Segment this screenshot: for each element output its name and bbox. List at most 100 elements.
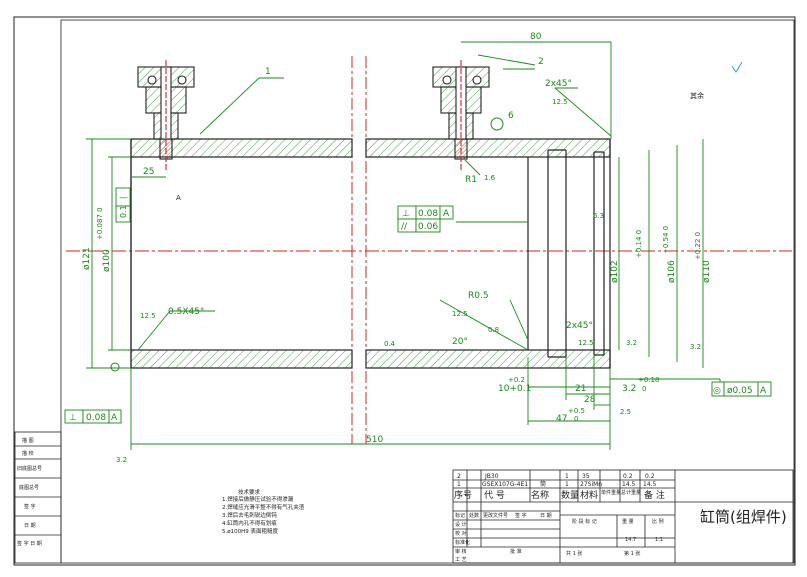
tb-std: 标准化 xyxy=(455,539,470,546)
tol-flat-val: 0.08 xyxy=(418,209,438,219)
roughness-63: 6.3 xyxy=(593,212,604,220)
roughness-32-a: 3.2 xyxy=(626,339,637,347)
notes-line-4: 4.缸筒内孔不得有划痕 xyxy=(222,519,277,527)
dim-80: 80 xyxy=(530,32,542,42)
bom-r2-code: GSEX107G-4E1 xyxy=(482,481,528,488)
dim-47-tol: 0 xyxy=(574,415,578,423)
left-row-7: 签 字 日 期 xyxy=(17,540,42,547)
port-fitting-right xyxy=(432,60,490,170)
dia-102: ø102 xyxy=(610,260,620,283)
dim-32-tol: 0 xyxy=(642,385,646,393)
dim-r1: R1 xyxy=(465,175,477,185)
dia-121: ø121 xyxy=(82,247,92,270)
roughness-125-mid: 12.5 xyxy=(452,310,468,318)
dia-100-tol: +0.087 0 xyxy=(96,207,104,240)
tb-sign1: 标记 xyxy=(455,512,465,519)
callout-circle xyxy=(490,117,504,131)
dim-47: 47 xyxy=(556,414,567,424)
dim-angle-20: 20° xyxy=(452,337,468,347)
roughness-125-top: 12.5 xyxy=(552,98,568,106)
roughness-125-bot: 12.5 xyxy=(578,339,594,347)
notes-line-5: 5.ø100H9 表面粗糙度 xyxy=(222,527,278,535)
dim-r05: R0.5 xyxy=(468,291,489,301)
bom-r1-no: 2 xyxy=(457,473,461,480)
bom-h-name: 名称 xyxy=(531,489,549,501)
tol-bl-ref: A xyxy=(111,413,118,423)
left-row-2: 描 校 xyxy=(22,450,34,457)
dia-106-tol: +0.54 0 xyxy=(662,226,670,254)
dia-110: ø110 xyxy=(702,260,712,283)
bom-r2-mat: 27SiMn xyxy=(580,481,602,488)
roughness-32-b: 3.2 xyxy=(690,343,701,351)
part-label-1: 1 xyxy=(265,67,271,77)
left-row-4: 底图总号 xyxy=(19,484,39,491)
left-row-5: 签 字 xyxy=(24,503,36,510)
bom-h-no: 序号 xyxy=(454,489,472,501)
tb-process: 工 艺 xyxy=(455,557,467,563)
bom-h-w1: 单件重量 xyxy=(601,489,621,496)
tol-straight-val: 0.1 xyxy=(119,205,128,218)
dia-102-tol: +0.14 0 xyxy=(635,230,643,258)
dia-100: ø100 xyxy=(102,249,112,272)
sheet-border xyxy=(13,16,796,566)
tb-check: 校 对 xyxy=(455,530,467,537)
note-other: 其余 xyxy=(690,91,704,100)
left-sign-block xyxy=(14,431,62,564)
datum-marker xyxy=(110,362,120,372)
port-fitting-left xyxy=(137,60,195,170)
dim-28: 28 xyxy=(584,395,596,405)
bom-h-qty: 数量 xyxy=(561,489,579,501)
title-block xyxy=(452,469,794,564)
tol-flat-ref: A xyxy=(443,209,450,219)
bom-r1-w2: 0.2 xyxy=(645,473,655,480)
drawing-area xyxy=(60,19,795,564)
tol-par-val: 0.06 xyxy=(418,222,438,232)
tb-sheets: 共 1 张 xyxy=(566,550,582,557)
dim-chamfer-top: 2x45° xyxy=(545,79,572,89)
bom-h-code: 代 号 xyxy=(484,490,505,501)
check-mark xyxy=(731,61,743,73)
dim-32: 3.2 xyxy=(622,384,636,394)
tol-run-ref: A xyxy=(760,386,767,396)
tol-par-sym: // xyxy=(401,222,408,232)
dim-25: 25 xyxy=(143,167,154,177)
dia-106: ø106 xyxy=(667,260,677,283)
note-a: A xyxy=(176,194,181,202)
tol-run-val: ø0.05 xyxy=(727,386,753,396)
bom-r2-w2: 14.5 xyxy=(643,481,657,488)
tb-weight-val: 14.7 xyxy=(625,537,636,543)
tb-design: 设 计 xyxy=(455,521,467,528)
notes-line-3: 3.焊后去毛刺锐边倒钝 xyxy=(222,511,277,519)
tol-flat-sym: ⊥ xyxy=(402,209,410,219)
tb-sign2: 处数 xyxy=(469,512,479,519)
bom-r2-w1: 14.5 xyxy=(622,481,636,488)
roughness-04: 0.4 xyxy=(384,340,396,348)
cylinder-body xyxy=(130,138,611,369)
left-row-1: 描 图 xyxy=(22,437,34,444)
dim-10: 10+0.1 xyxy=(498,384,531,394)
bom-h-w2: 总计重量 xyxy=(621,489,641,496)
roughness-25: 2.5 xyxy=(620,408,631,416)
roughness-08: 0.8 xyxy=(488,326,499,334)
dimension-lines xyxy=(86,41,721,450)
tb-scale: 比 例 xyxy=(652,518,664,525)
notes-line-1: 1.焊接后做静压试验不得渗漏 xyxy=(222,495,294,503)
bom-r2-name: 筒 xyxy=(540,480,546,488)
roughness-32-c: 3.2 xyxy=(116,456,127,464)
dim-510: 510 xyxy=(366,435,383,445)
tb-sheet-no: 第 1 张 xyxy=(624,550,640,557)
tol-run-sym: ◎ xyxy=(713,386,721,396)
tb-sign3: 更改文件号 xyxy=(483,512,508,519)
roughness-125-left: 12.5 xyxy=(140,312,156,320)
tb-scale-val: 1:1 xyxy=(655,537,663,543)
roughness-16: 1.6 xyxy=(484,174,496,182)
tb-approve: 批 准 xyxy=(510,548,522,555)
dim-10-upper: +0.2 xyxy=(508,376,525,384)
tb-review: 审 核 xyxy=(455,548,467,555)
left-row-3: 旧底图总号 xyxy=(17,465,42,472)
drawing-title: 缸筒(组焊件) xyxy=(700,508,787,526)
tb-sign4: 签 字 xyxy=(515,512,527,519)
bom-r1-code: JB30 xyxy=(484,473,499,480)
tol-straight-sym: — xyxy=(119,193,128,203)
